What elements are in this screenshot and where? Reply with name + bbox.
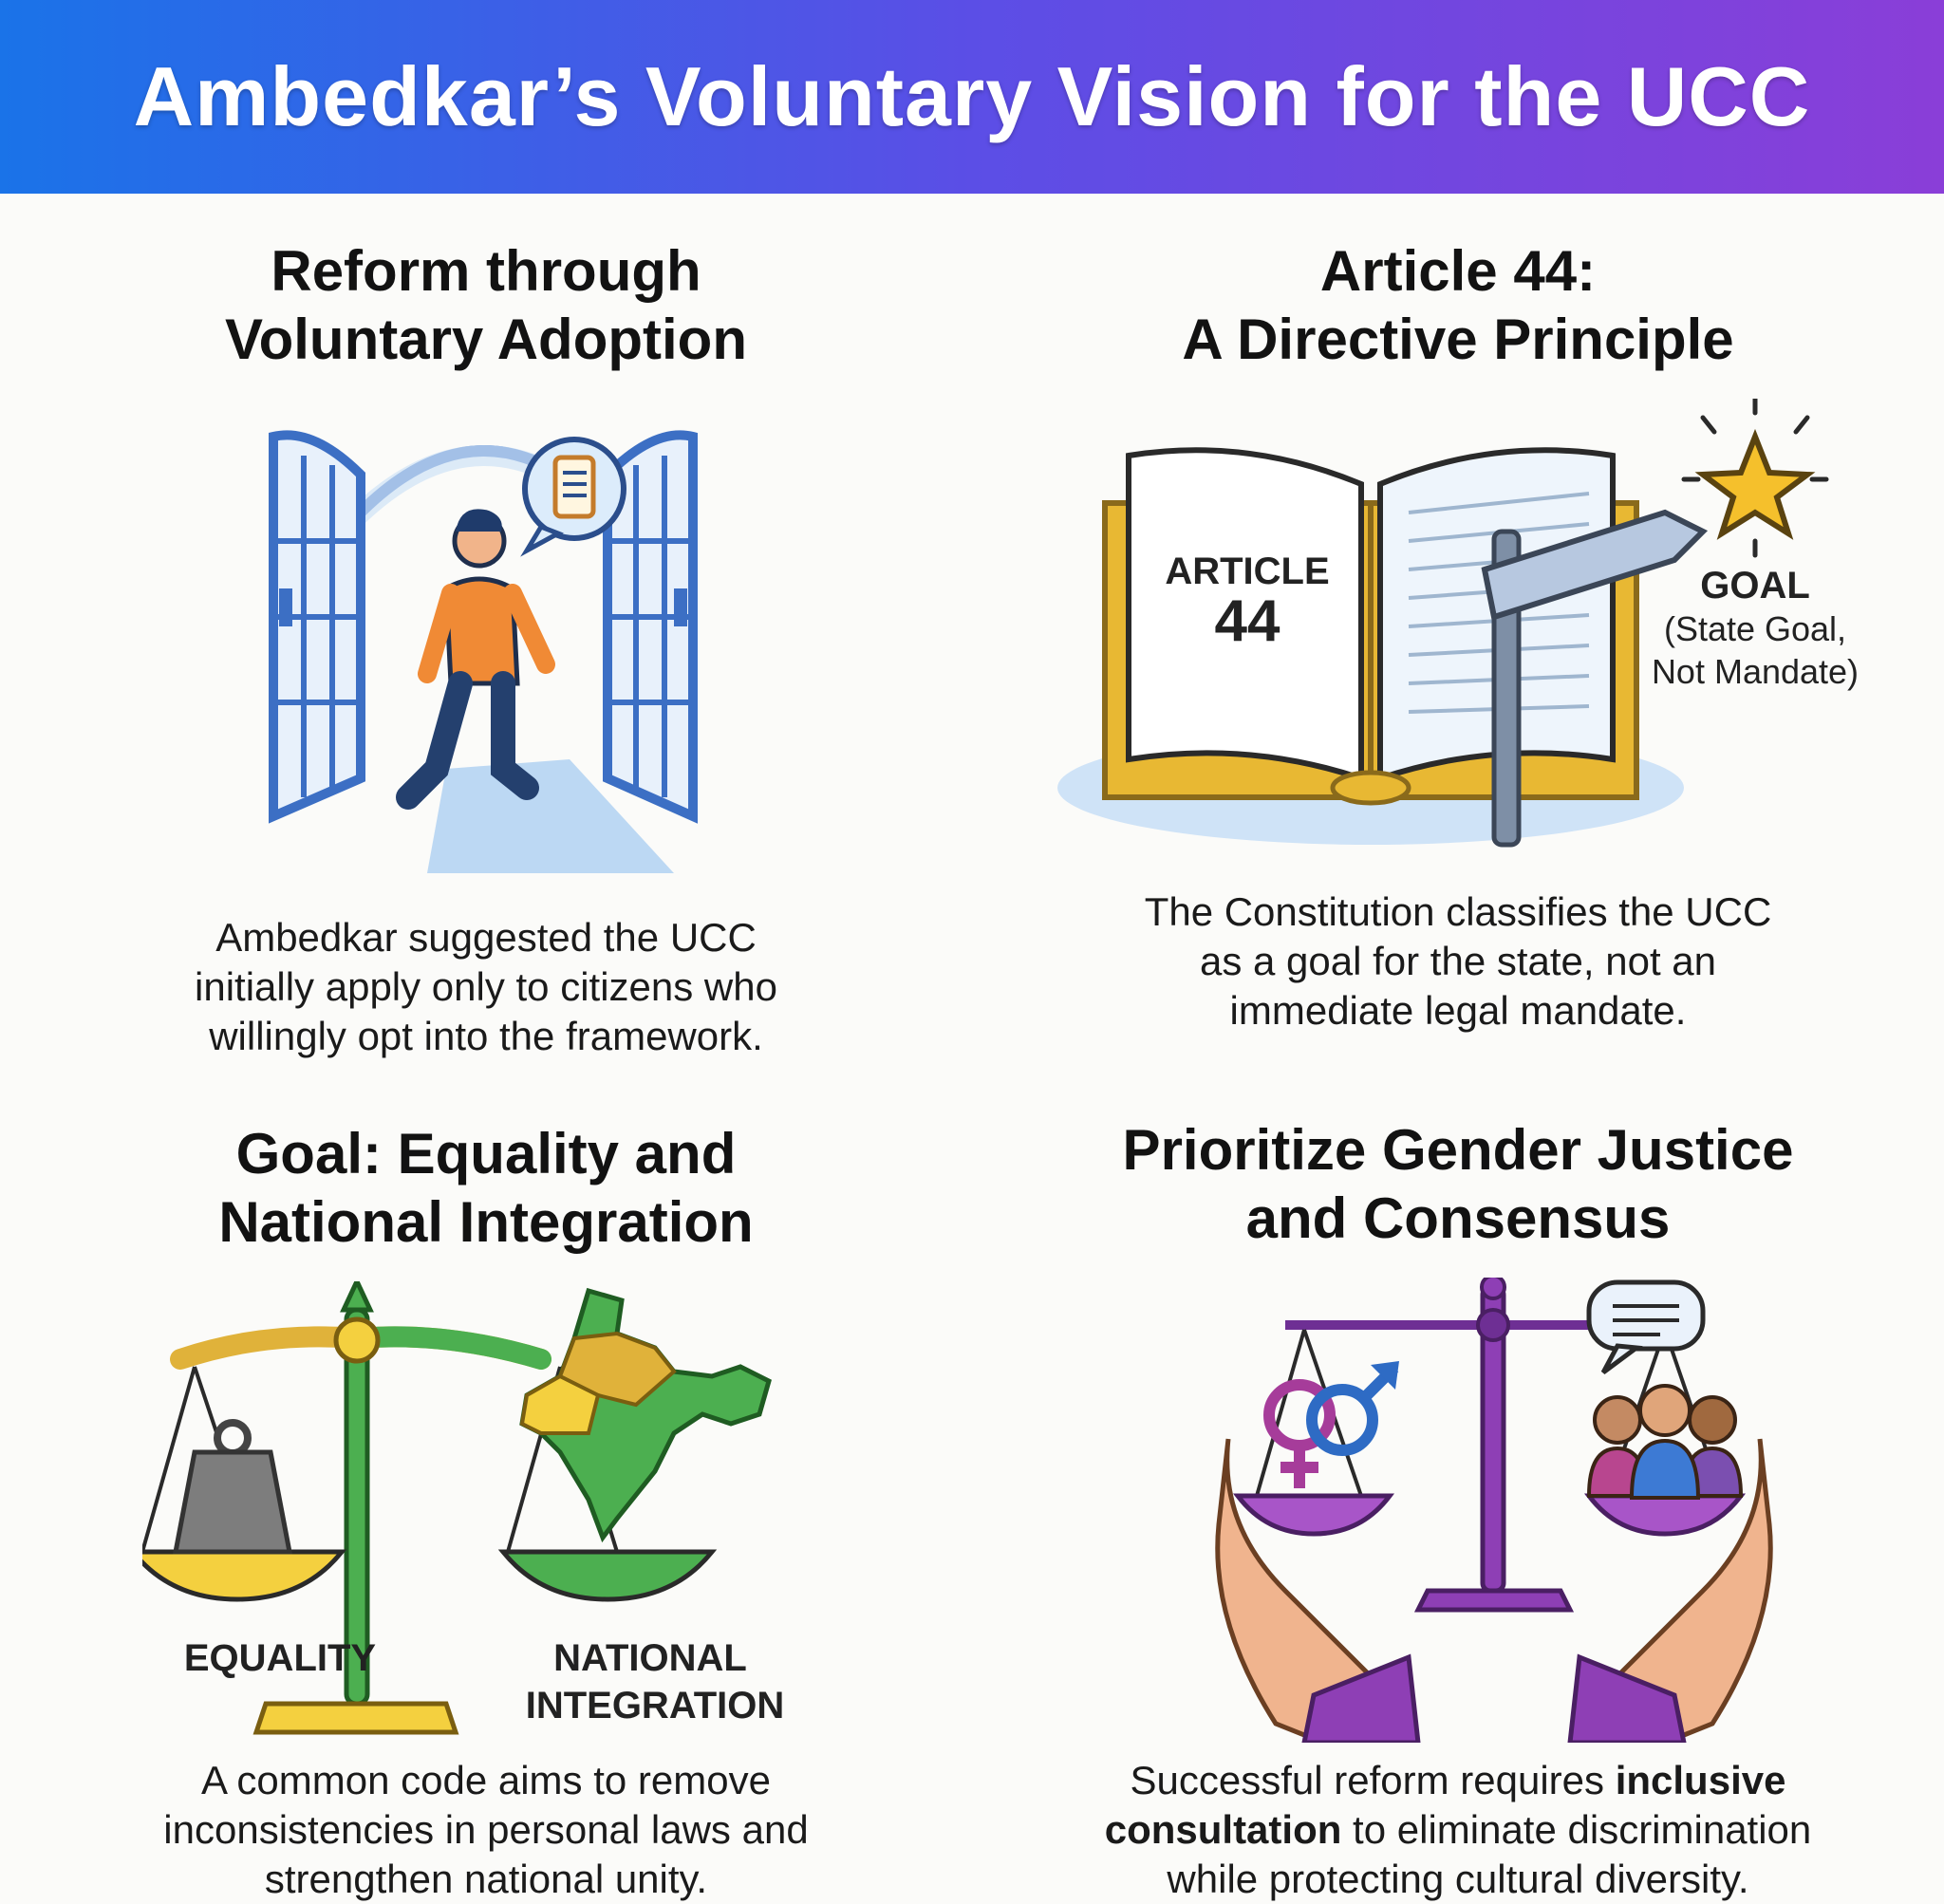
- signpost-icon: [1481, 509, 1709, 848]
- people-group-icon: [1586, 1384, 1744, 1500]
- weight-icon: [172, 1419, 293, 1555]
- goal-label: GOAL: [1700, 565, 1810, 607]
- panel-heading: Article 44: A Directive Principle: [1182, 239, 1734, 371]
- book-illustration: ARTICLE 44 GOAL (State Goal, Not Mandate…: [1057, 399, 1859, 848]
- goal-note-line1: (State Goal,: [1664, 609, 1846, 648]
- panel-description: Ambedkar suggested the UCC initially app…: [195, 915, 777, 1058]
- door-icon: [269, 430, 365, 824]
- panel-heading: Goal: Equality and National Integration: [218, 1122, 754, 1254]
- panel-heading: Reform through Voluntary Adoption: [225, 239, 747, 371]
- speech-bubble-icon: [1586, 1279, 1706, 1375]
- open-hands-icon: [1215, 1438, 1773, 1743]
- page-title: Ambedkar’s Voluntary Vision for the UCC: [133, 49, 1811, 143]
- integration-label-line1: NATIONAL: [553, 1637, 747, 1679]
- open-book-icon: ARTICLE 44: [1102, 447, 1639, 806]
- star-icon: [1681, 399, 1829, 558]
- panel-voluntary-adoption: Reform through Voluntary Adoption: [0, 237, 972, 1073]
- panel-description: The Constitution classifies the UCC as a…: [1144, 889, 1772, 1033]
- book-label: ARTICLE: [1165, 551, 1329, 592]
- scroll-bubble-icon: [520, 437, 626, 557]
- gender-scale-illustration: [1215, 1278, 1773, 1743]
- panel-description: A common code aims to remove inconsisten…: [163, 1758, 809, 1901]
- panel-equality-integration: Goal: Equality and National Integration: [0, 1120, 972, 1901]
- panel-article-44: Article 44: A Directive Principle ARTICL…: [972, 237, 1944, 1073]
- balance-scale-icon: [142, 1281, 718, 1735]
- title-banner: Ambedkar’s Voluntary Vision for the UCC: [0, 0, 1944, 194]
- door-illustration: [269, 430, 698, 873]
- panel-gender-justice: Prioritize Gender Justice and Consensus: [972, 1116, 1944, 1901]
- equality-label: EQUALITY: [184, 1637, 377, 1679]
- door-icon: [603, 430, 698, 824]
- panel-heading: Prioritize Gender Justice and Consensus: [1122, 1118, 1794, 1250]
- book-number: 44: [1215, 588, 1280, 654]
- light-path: [427, 759, 674, 873]
- gender-symbols-icon: [1263, 1361, 1399, 1488]
- integration-label-line2: INTEGRATION: [526, 1685, 785, 1727]
- panel-description: Successful reform requires inclusive con…: [1104, 1758, 1812, 1901]
- india-map-puzzle-icon: [519, 1287, 772, 1543]
- person-walking-icon: [396, 509, 555, 810]
- goal-note-line2: Not Mandate): [1652, 652, 1859, 691]
- balance-scale-illustration: EQUALITY NATIONAL INTEGRATION: [142, 1281, 785, 1735]
